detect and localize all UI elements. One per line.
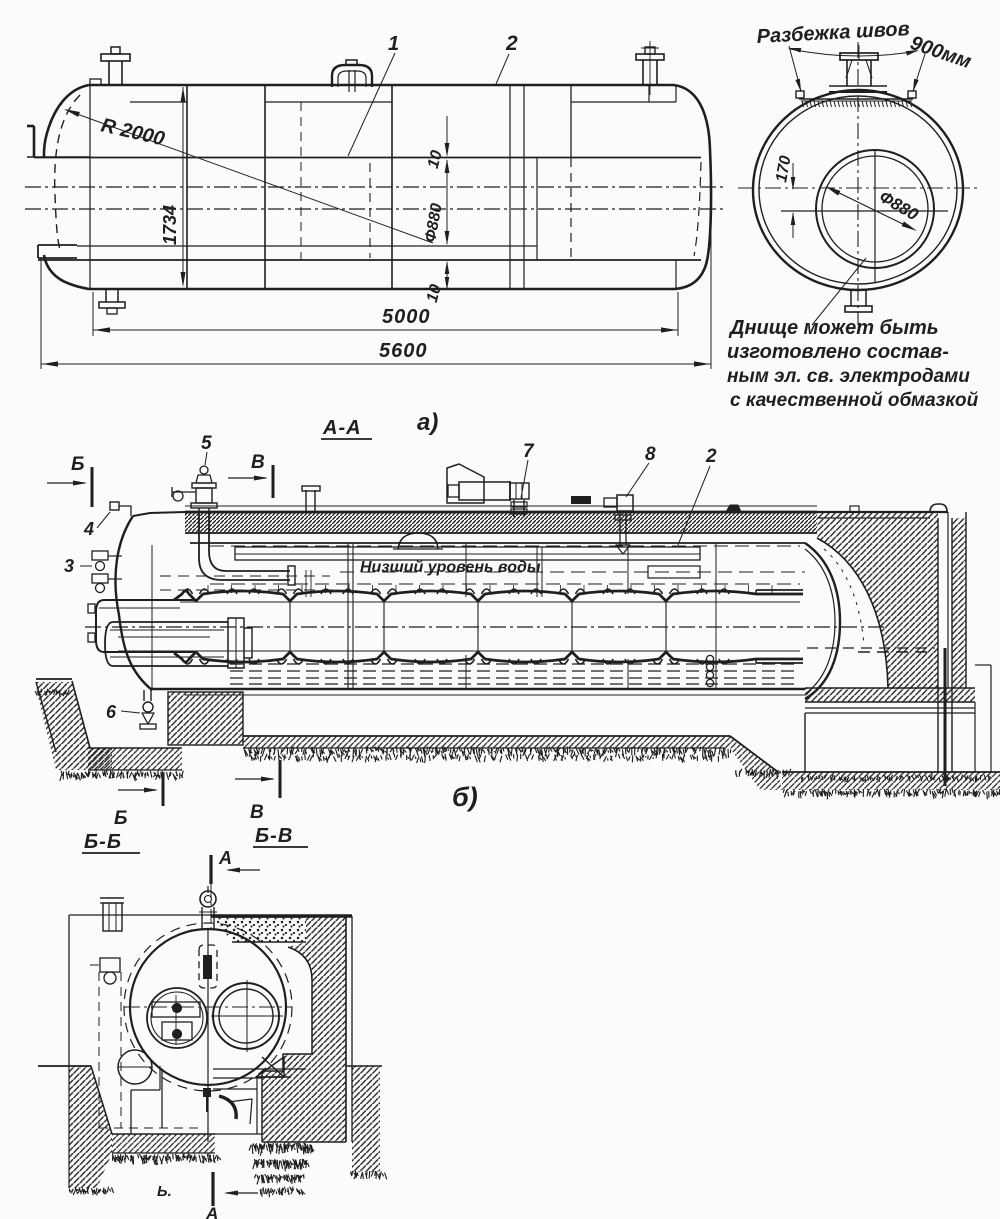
- svg-text:Ф880: Ф880: [422, 202, 446, 244]
- svg-text:а): а): [417, 409, 438, 436]
- svg-text:Низший уровень воды: Низший уровень воды: [360, 559, 541, 576]
- svg-text:Б: Б: [71, 454, 84, 475]
- svg-text:6: 6: [106, 702, 117, 722]
- svg-text:5: 5: [201, 433, 212, 454]
- svg-text:900мм: 900мм: [907, 32, 974, 73]
- svg-text:1734: 1734: [160, 205, 180, 245]
- svg-text:А: А: [218, 848, 232, 868]
- svg-text:8: 8: [645, 444, 656, 465]
- svg-text:10: 10: [425, 149, 446, 171]
- svg-text:10: 10: [424, 283, 445, 305]
- svg-text:5000: 5000: [382, 306, 431, 328]
- svg-text:изготовлено состав-: изготовлено состав-: [727, 341, 949, 363]
- svg-text:В: В: [251, 452, 265, 473]
- svg-text:7: 7: [523, 441, 535, 462]
- svg-text:А: А: [205, 1204, 218, 1219]
- svg-text:R 2000: R 2000: [99, 114, 167, 150]
- svg-text:4: 4: [83, 519, 94, 539]
- svg-text:170: 170: [773, 154, 794, 183]
- svg-text:5600: 5600: [379, 340, 428, 362]
- svg-text:2: 2: [505, 32, 518, 55]
- svg-text:Б-В: Б-В: [255, 825, 293, 847]
- svg-text:Ф880: Ф880: [876, 187, 922, 225]
- svg-text:1: 1: [388, 33, 399, 55]
- svg-text:Б-Б: Б-Б: [84, 831, 122, 853]
- svg-text:А-А: А-А: [322, 417, 362, 439]
- svg-text:2: 2: [705, 446, 717, 467]
- svg-text:Днище может быть: Днище может быть: [728, 317, 939, 339]
- svg-text:Ь.: Ь.: [157, 1183, 172, 1200]
- svg-text:б): б): [452, 782, 478, 812]
- svg-text:Разбежка швов: Разбежка швов: [756, 18, 910, 48]
- svg-text:3: 3: [64, 556, 74, 576]
- svg-text:ным эл. св. электродами: ным эл. св. электродами: [727, 366, 970, 387]
- svg-text:Б: Б: [114, 808, 127, 829]
- svg-text:с качественной обмазкой: с качественной обмазкой: [730, 390, 979, 411]
- svg-text:В: В: [250, 802, 264, 823]
